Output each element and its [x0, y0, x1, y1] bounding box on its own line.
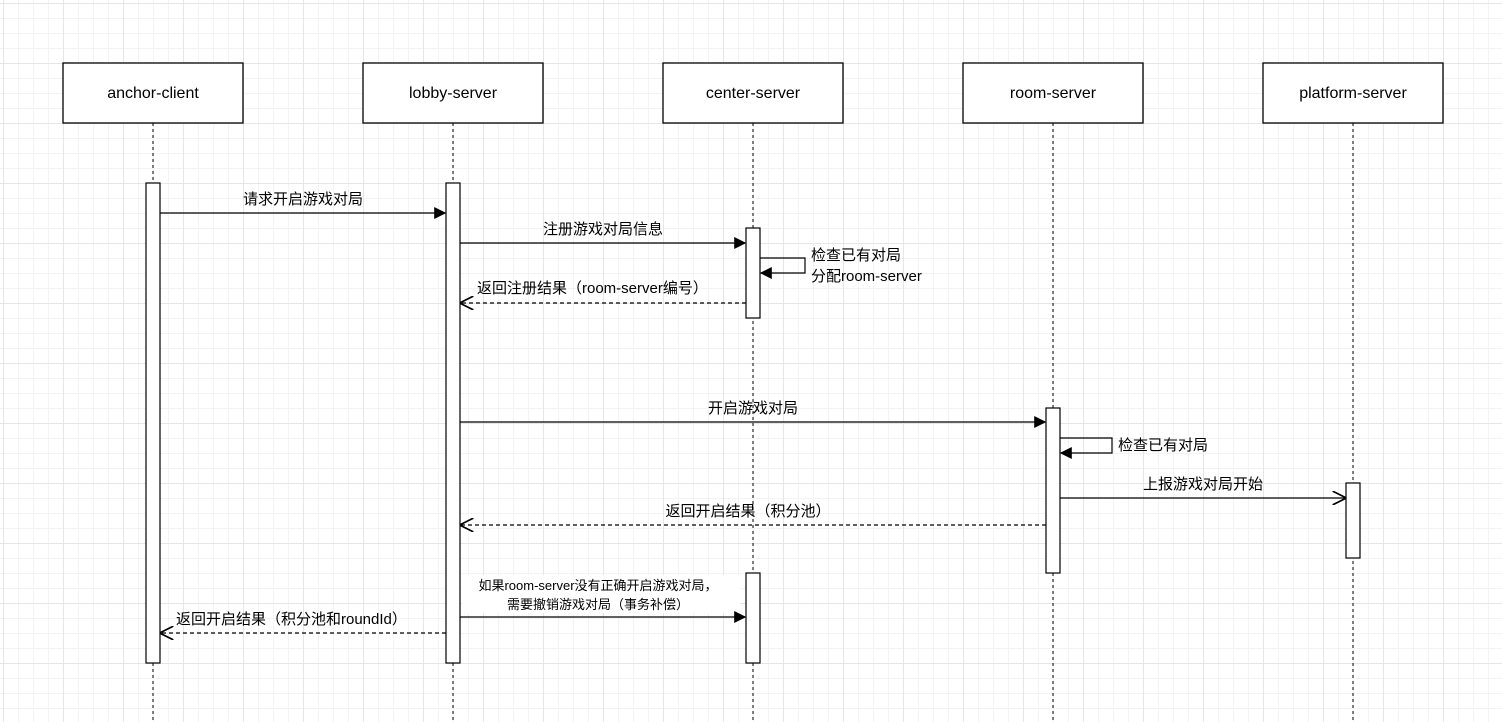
actor-label: room-server — [1010, 85, 1097, 102]
activation-anchor-client[interactable] — [145, 182, 161, 664]
message-return-start-result[interactable]: 返回开启结果（积分池） — [461, 503, 1046, 525]
message-report-game-start[interactable]: 上报游戏对局开始 — [1060, 476, 1345, 498]
message-register-game-info[interactable]: 注册游戏对局信息 — [460, 221, 747, 249]
message-label: 请求开启游戏对局 — [243, 191, 363, 208]
actor-room-server[interactable]: room-server — [962, 62, 1144, 124]
message-label: 如果room-server没有正确开启游戏对局， — [478, 578, 717, 593]
message-label: 注册游戏对局信息 — [543, 221, 663, 238]
activation-lobby-server[interactable] — [445, 182, 461, 664]
message-return-start-result-roundid[interactable]: 返回开启结果（积分池和roundId） — [161, 611, 446, 633]
message-cancel-game-compensation[interactable]: 如果room-server没有正确开启游戏对局， 需要撤销游戏对局（事务补偿） — [460, 575, 747, 623]
message-label: 开启游戏对局 — [708, 400, 798, 417]
message-label-line2: 需要撤销游戏对局（事务补偿） — [507, 597, 689, 612]
activation-center-server-register[interactable] — [745, 227, 761, 319]
actor-label: platform-server — [1299, 85, 1407, 102]
message-label: 返回注册结果（room-server编号） — [477, 280, 708, 297]
message-label: 返回开启结果（积分池和roundId） — [176, 611, 407, 628]
actor-lobby-server[interactable]: lobby-server — [362, 62, 544, 124]
activation-platform-server[interactable] — [1345, 482, 1361, 559]
actor-label: anchor-client — [107, 85, 199, 102]
message-start-game[interactable]: 开启游戏对局 — [460, 400, 1047, 428]
actor-anchor-client[interactable]: anchor-client — [62, 62, 244, 124]
actor-label: lobby-server — [409, 85, 498, 102]
activation-center-server-compensate[interactable] — [745, 572, 761, 664]
message-label: 上报游戏对局开始 — [1143, 476, 1263, 493]
actor-center-server[interactable]: center-server — [662, 62, 844, 124]
message-label: 返回开启结果（积分池） — [665, 503, 830, 520]
message-label-line2: 分配room-server — [811, 268, 922, 285]
message-label: 检查已有对局 — [811, 247, 901, 264]
message-return-register-result[interactable]: 返回注册结果（room-server编号） — [461, 280, 746, 303]
message-request-start-game[interactable]: 请求开启游戏对局 — [160, 191, 447, 219]
activation-room-server[interactable] — [1045, 407, 1061, 574]
actor-platform-server[interactable]: platform-server — [1262, 62, 1444, 124]
message-label: 检查已有对局 — [1118, 437, 1208, 454]
actor-label: center-server — [706, 85, 801, 102]
message-room-check-existing[interactable]: 检查已有对局 — [1059, 437, 1208, 459]
message-check-and-assign-room[interactable]: 检查已有对局 分配room-server — [759, 247, 922, 285]
